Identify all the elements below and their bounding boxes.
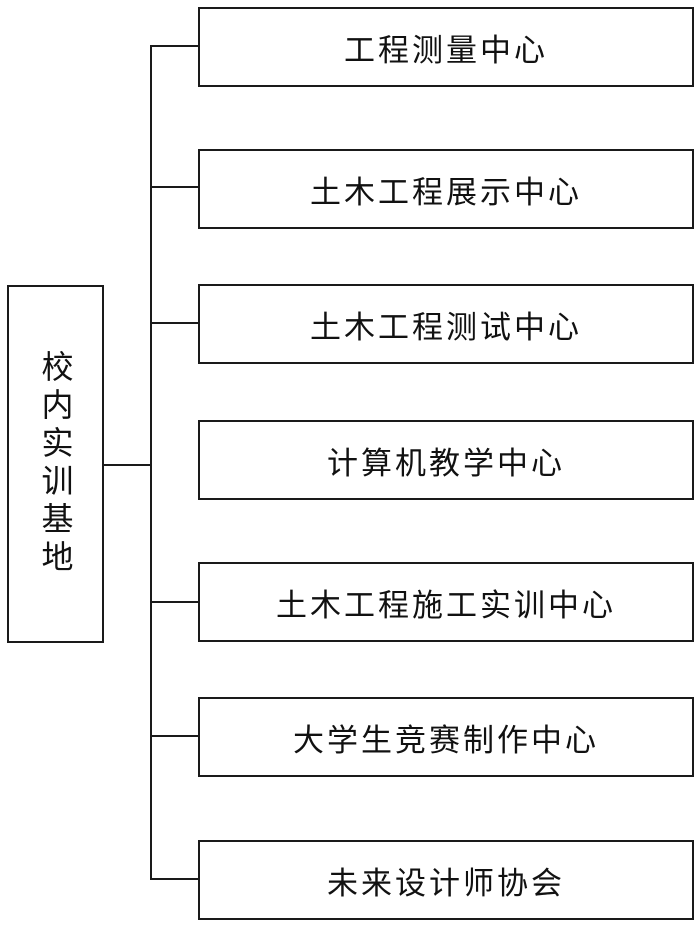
- branch-line-2: [150, 186, 198, 188]
- child-node-label: 计算机教学中心: [327, 445, 565, 482]
- branch-line-6: [150, 735, 198, 737]
- child-node-label: 大学生竞赛制作中心: [293, 722, 599, 759]
- child-node-5: 土木工程施工实训中心: [198, 562, 694, 642]
- root-connector-line: [104, 464, 152, 466]
- branch-line-5: [150, 601, 198, 603]
- branch-line-7: [150, 878, 198, 880]
- root-node-label: 校内实训基地: [36, 350, 75, 578]
- child-node-4: 计算机教学中心: [198, 420, 694, 500]
- child-node-label: 土木工程展示中心: [310, 174, 582, 211]
- child-node-label: 土木工程施工实训中心: [276, 587, 616, 624]
- branch-line-1: [150, 45, 198, 47]
- child-node-3: 土木工程测试中心: [198, 284, 694, 364]
- child-node-6: 大学生竞赛制作中心: [198, 697, 694, 777]
- child-node-label: 未来设计师协会: [327, 865, 565, 902]
- child-node-label: 土木工程测试中心: [310, 309, 582, 346]
- root-node: 校内实训基地: [7, 285, 104, 643]
- child-node-7: 未来设计师协会: [198, 840, 694, 920]
- trunk-line: [150, 46, 152, 880]
- child-node-label: 工程测量中心: [344, 32, 548, 69]
- child-node-2: 土木工程展示中心: [198, 149, 694, 229]
- branch-line-3: [150, 322, 198, 324]
- child-node-1: 工程测量中心: [198, 7, 694, 87]
